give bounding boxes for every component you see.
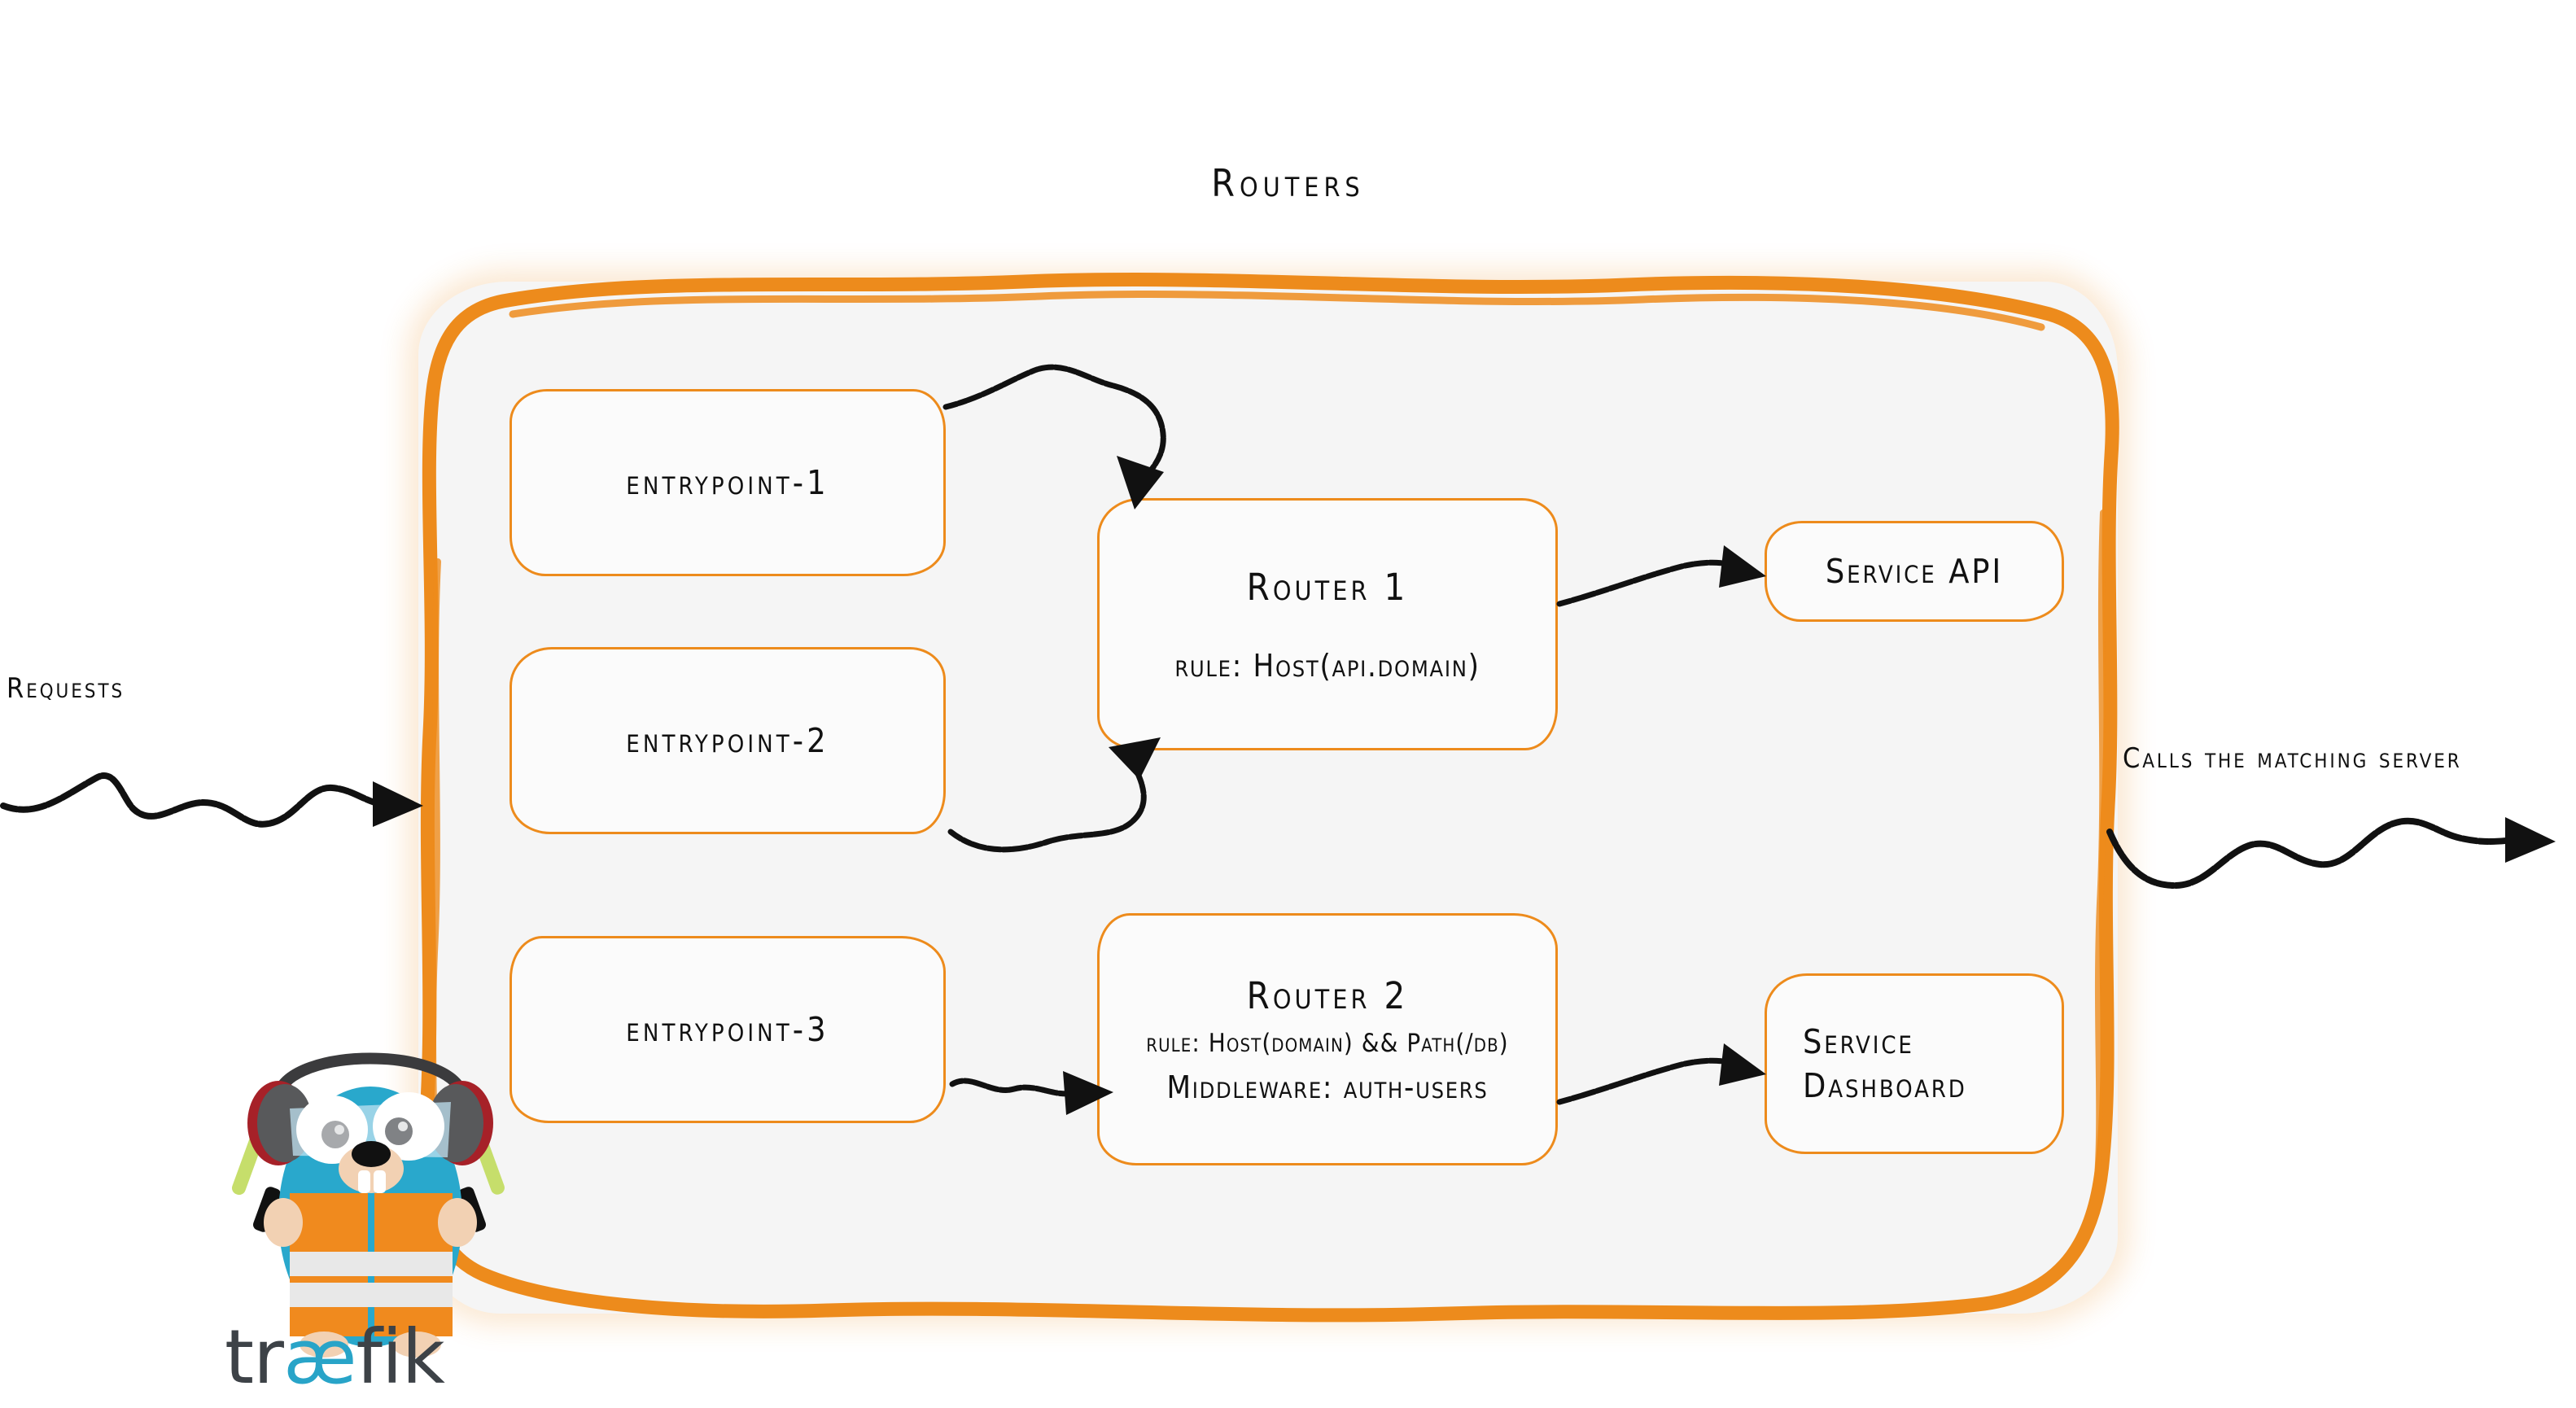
service-node-api[interactable]: Service API xyxy=(1765,521,2064,622)
wordmark-part1: tr xyxy=(225,1314,284,1401)
arm-right xyxy=(438,1198,477,1247)
traefik-wordmark: træfik xyxy=(225,1314,445,1401)
service-node-dashboard[interactable]: Service Dashboard xyxy=(1765,973,2064,1154)
safety-vest xyxy=(290,1193,453,1336)
service-label-line2: Dashboard xyxy=(1803,1066,1967,1105)
arrow-router2-to-service-dashboard xyxy=(1556,1043,1766,1105)
traefik-gopher-mascot xyxy=(232,1052,505,1358)
arrow-outgoing-response xyxy=(2106,817,2556,890)
router-middleware: Middleware: auth-users xyxy=(1166,1069,1489,1105)
router-rule: rule: Host(domain) && Path(/db) xyxy=(1146,1028,1509,1058)
entrypoint-label: entrypoint-3 xyxy=(626,1010,829,1049)
entrypoint-node-1[interactable]: entrypoint-1 xyxy=(510,389,946,576)
service-label-line1: Service xyxy=(1803,1021,1914,1061)
entrypoint-label: entrypoint-2 xyxy=(626,721,829,760)
foot-left xyxy=(300,1331,348,1358)
foot-right xyxy=(392,1331,441,1358)
entrypoint-node-2[interactable]: entrypoint-2 xyxy=(510,647,946,834)
arrow-entrypoint3-to-router2 xyxy=(949,1071,1113,1115)
wordmark-part2: fik xyxy=(356,1314,444,1401)
page-title: Routers xyxy=(1211,161,1365,205)
router-node-2[interactable]: Router 2 rule: Host(domain) && Path(/db)… xyxy=(1097,913,1558,1165)
calls-matching-server-label: Calls the matching server xyxy=(2123,742,2462,775)
arm-left xyxy=(264,1198,303,1247)
traefik-brand: træfik xyxy=(225,1034,505,1408)
arrow-entrypoint1-to-router1 xyxy=(942,364,1166,509)
entrypoint-node-3[interactable]: entrypoint-3 xyxy=(510,936,946,1123)
entrypoint-label: entrypoint-1 xyxy=(626,463,829,502)
routers-container-border xyxy=(418,273,2119,1323)
arrow-entrypoint2-to-router1 xyxy=(947,737,1161,853)
arrow-router1-to-service-api xyxy=(1556,545,1766,607)
router-node-1[interactable]: Router 1 rule: Host(api.domain) xyxy=(1097,498,1558,750)
router-rule: rule: Host(api.domain) xyxy=(1174,647,1480,684)
nose xyxy=(352,1141,391,1167)
service-label: Service API xyxy=(1825,551,2004,591)
router-title: Router 2 xyxy=(1246,973,1409,1017)
wordmark-ligature: æ xyxy=(283,1314,356,1401)
arrow-incoming-requests xyxy=(0,772,423,828)
requests-label: Requests xyxy=(7,672,125,705)
router-title: Router 1 xyxy=(1246,565,1409,609)
